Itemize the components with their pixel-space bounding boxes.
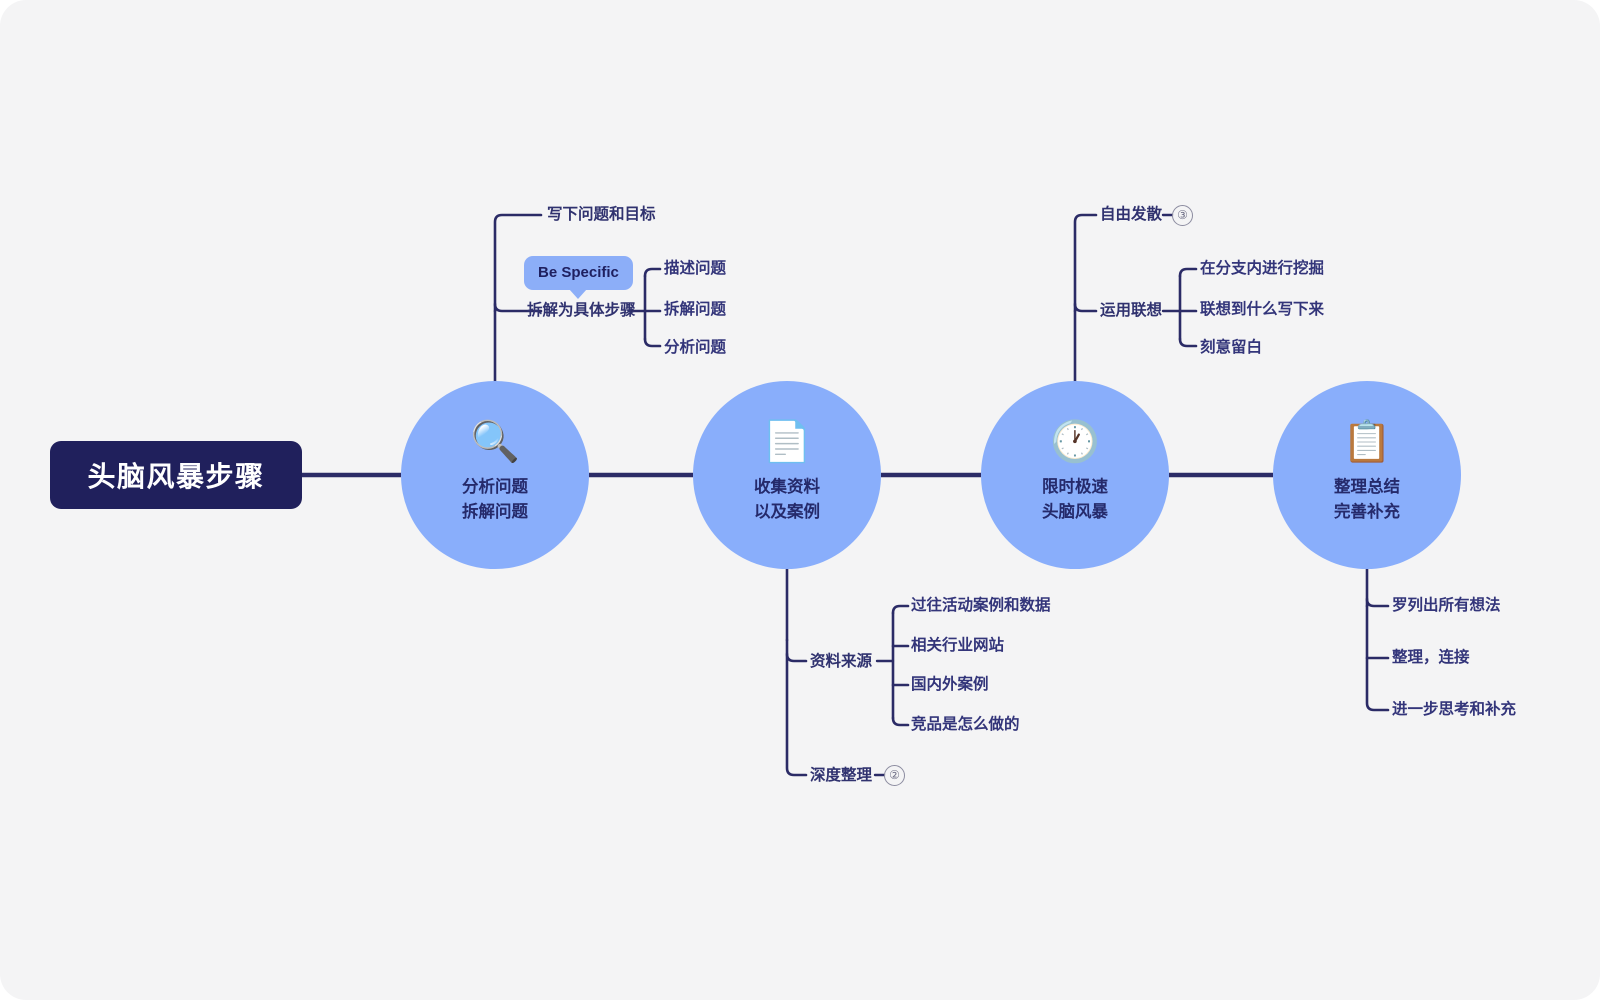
stage-node-label: 分析问题 拆解问题: [462, 475, 528, 525]
branch-label-sprint-1[interactable]: 自由发散: [1100, 206, 1163, 223]
stage-label-line2: 完善补充: [1334, 503, 1400, 521]
branch-label-sprint-2[interactable]: 运用联想: [1100, 302, 1163, 319]
leaf-label-sprint-2-2[interactable]: 联想到什么写下来: [1200, 301, 1325, 318]
leaf-label-collect-1-2[interactable]: 相关行业网站: [911, 637, 1005, 654]
stage-label-line2: 以及案例: [754, 503, 820, 521]
root-node-label: 头脑风暴步骤: [87, 461, 265, 492]
stage3-b2-child1: [1178, 267, 1198, 278]
checklist-clipboard-icon: 📋: [1342, 420, 1392, 464]
root-node[interactable]: 头脑风暴步骤: [50, 441, 302, 509]
leaf-label-summarize-1[interactable]: 罗列出所有想法: [1392, 597, 1501, 614]
stage4-branch1-elbow: [1365, 597, 1390, 608]
stage-node-collect[interactable]: 📄 收集资料 以及案例: [693, 381, 881, 569]
stage-node-label: 整理总结 完善补充: [1334, 475, 1400, 525]
stage-label-line1: 限时极速: [1042, 478, 1108, 496]
be-specific-callout: Be Specific: [524, 256, 633, 299]
step-badge-3: ③: [1172, 204, 1193, 226]
stage3-b2-child3: [1178, 337, 1198, 348]
leaf-label-analyze-2-3[interactable]: 分析问题: [664, 339, 727, 356]
stage-label-line1: 分析问题: [462, 478, 528, 496]
leaf-label-sprint-2-1[interactable]: 在分支内进行挖掘: [1200, 260, 1325, 277]
stage-node-analyze[interactable]: 🔍 分析问题 拆解问题: [401, 381, 589, 569]
stage-node-summarize[interactable]: 📋 整理总结 完善补充: [1273, 381, 1461, 569]
stage4-branch3-elbow: [1365, 604, 1390, 712]
stage-node-sprint[interactable]: 🕐 限时极速 头脑风暴: [981, 381, 1169, 569]
stage3-branch2-elbow: [1073, 302, 1098, 313]
stage-label-line2: 头脑风暴: [1042, 503, 1108, 521]
leaf-label-sprint-2-3[interactable]: 刻意留白: [1200, 339, 1263, 356]
stage2-branch2-elbow: [785, 638, 808, 777]
stage-label-line1: 收集资料: [754, 478, 820, 496]
clock-icon: 🕐: [1050, 420, 1100, 464]
leaf-label-collect-1-3[interactable]: 国内外案例: [911, 676, 989, 693]
branch-label-collect-1[interactable]: 资料来源: [810, 653, 873, 670]
step-badge-2: ②: [884, 764, 905, 786]
leaf-label-summarize-2[interactable]: 整理，连接: [1392, 649, 1470, 666]
be-specific-label: Be Specific: [538, 264, 619, 281]
stage1-b2-child1: [643, 267, 662, 278]
leaf-label-summarize-3[interactable]: 进一步思考和补充: [1392, 701, 1517, 718]
stage2-b1-child1: [891, 604, 910, 615]
stage2-b1-child4: [891, 716, 910, 727]
stage1-b2-child3: [643, 337, 662, 348]
document-search-icon: 📄: [762, 420, 812, 464]
branch-label-collect-2[interactable]: 深度整理: [810, 767, 873, 784]
stage3-branch1-elbow: [1073, 213, 1098, 313]
branch-label-analyze-1[interactable]: 写下问题和目标: [547, 206, 656, 223]
stage2-branch1-elbow: [785, 652, 808, 663]
stage-node-label: 限时极速 头脑风暴: [1042, 475, 1108, 525]
stage-label-line2: 拆解问题: [462, 503, 528, 521]
leaf-label-collect-1-1[interactable]: 过往活动案例和数据: [911, 597, 1051, 614]
stage-node-label: 收集资料 以及案例: [754, 475, 820, 525]
stage-label-line1: 整理总结: [1334, 478, 1400, 496]
branch-label-analyze-2[interactable]: 拆解为具体步骤: [527, 302, 636, 319]
leaf-label-analyze-2-1[interactable]: 描述问题: [664, 260, 727, 277]
magnifying-glass-icon: 🔍: [470, 420, 520, 464]
leaf-label-collect-1-4[interactable]: 竞品是怎么做的: [911, 716, 1020, 733]
leaf-label-analyze-2-2[interactable]: 拆解问题: [664, 301, 727, 318]
